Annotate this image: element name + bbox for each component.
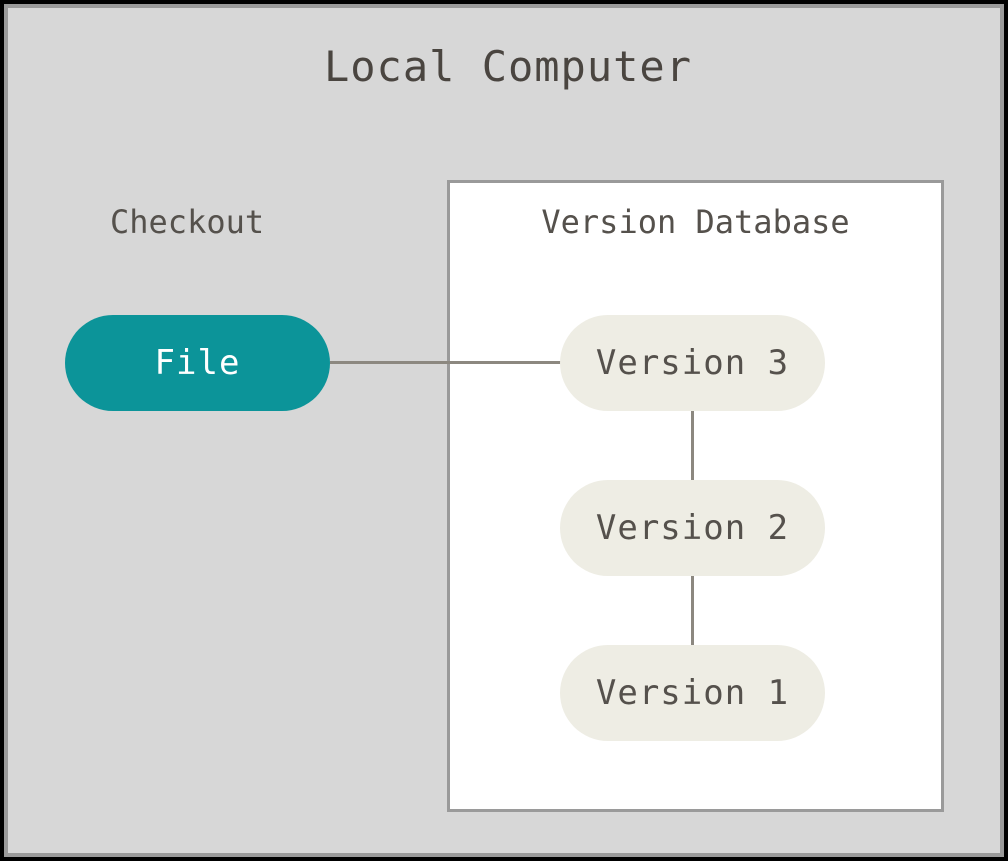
node-version-3[interactable]: Version 3 bbox=[560, 315, 825, 411]
edge-version-2-to-version-1 bbox=[691, 574, 694, 654]
node-file[interactable]: File bbox=[65, 315, 330, 411]
checkout-section-label: Checkout bbox=[110, 203, 265, 241]
edge-file-to-version-3 bbox=[330, 361, 561, 364]
page-title: Local Computer bbox=[323, 42, 692, 91]
node-version-2[interactable]: Version 2 bbox=[560, 480, 825, 576]
node-version-1[interactable]: Version 1 bbox=[560, 645, 825, 741]
version-database-label: Version Database bbox=[541, 203, 850, 241]
edge-version-3-to-version-2 bbox=[691, 409, 694, 489]
